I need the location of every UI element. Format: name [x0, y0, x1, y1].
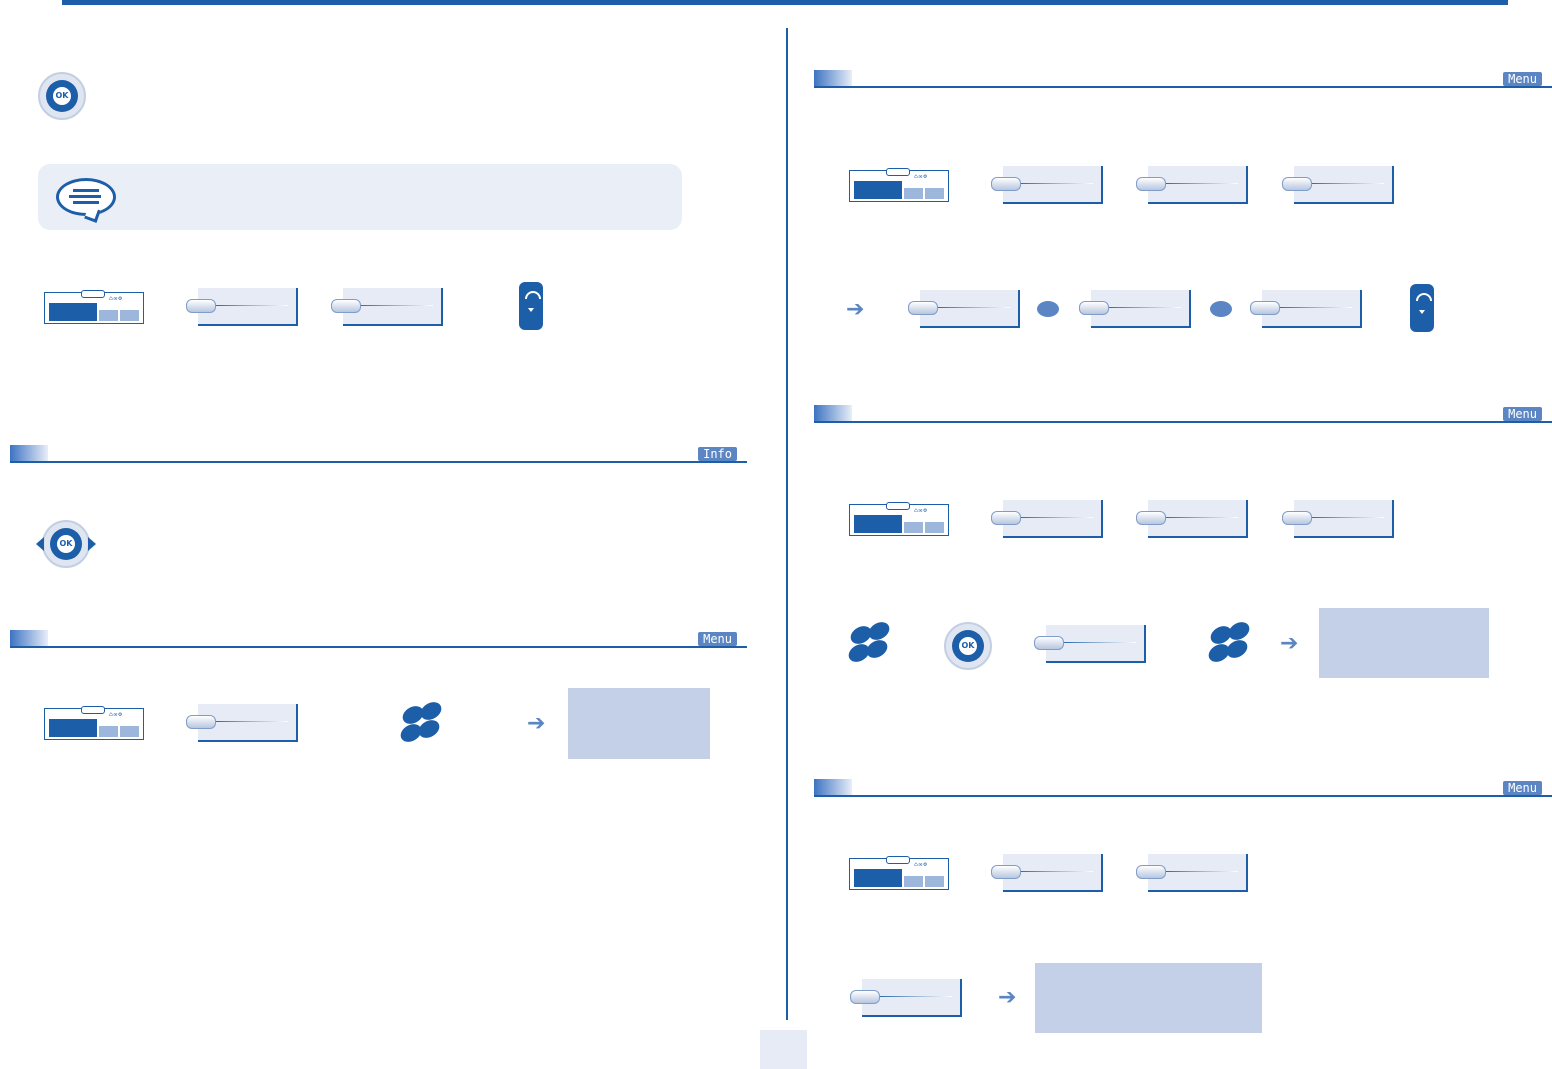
- hang-up-key-icon: [1410, 284, 1434, 332]
- result-box: [568, 688, 710, 759]
- navigator-left-right-icon: OK: [36, 520, 96, 568]
- menu-tag: Menu: [1503, 407, 1542, 421]
- arrow-right-icon: ➔: [846, 297, 865, 322]
- soft-key[interactable]: [186, 288, 298, 326]
- column-divider: [786, 28, 788, 1020]
- soft-key[interactable]: [1034, 625, 1146, 663]
- arrow-right-icon: ➔: [1280, 631, 1299, 656]
- soft-key[interactable]: [1079, 290, 1191, 328]
- result-box: [1035, 963, 1262, 1033]
- hang-up-key-icon: [519, 282, 543, 330]
- soft-key[interactable]: [1136, 500, 1248, 538]
- soft-key[interactable]: [1136, 854, 1248, 892]
- note-box: [38, 164, 682, 230]
- ok-key-icon: OK: [944, 622, 992, 670]
- soft-key[interactable]: [991, 854, 1103, 892]
- arrow-right-icon: ➔: [527, 711, 546, 736]
- soft-key[interactable]: [991, 500, 1103, 538]
- keypad-icon: [397, 698, 445, 746]
- menu-tag: Menu: [1503, 781, 1542, 795]
- phone-display-icon: ⌂✉⚙: [44, 706, 144, 740]
- separator-dot: [1037, 301, 1059, 317]
- phone-display-icon: ⌂✉⚙: [849, 168, 949, 202]
- menu-tag: Menu: [1503, 72, 1542, 86]
- section-header-menu: Menu: [814, 405, 1552, 423]
- section-header-menu: Menu: [10, 630, 747, 648]
- arrow-right-icon: ➔: [998, 985, 1017, 1010]
- top-rule: [62, 0, 1508, 5]
- page-number-box: [760, 1030, 807, 1069]
- info-tag: Info: [698, 447, 737, 461]
- section-header-info: Info: [10, 445, 747, 463]
- soft-key[interactable]: [991, 166, 1103, 204]
- soft-key[interactable]: [908, 290, 1020, 328]
- soft-key[interactable]: [1250, 290, 1362, 328]
- separator-dot: [1210, 301, 1232, 317]
- phone-display-icon: ⌂✉⚙: [849, 502, 949, 536]
- soft-key[interactable]: [1282, 500, 1394, 538]
- section-header-menu: Menu: [814, 779, 1552, 797]
- menu-tag: Menu: [698, 632, 737, 646]
- result-box: [1319, 608, 1489, 678]
- ok-key-icon: OK: [38, 72, 86, 120]
- keypad-icon: [845, 618, 893, 666]
- section-header-menu: Menu: [814, 70, 1552, 88]
- keypad-icon: [1205, 618, 1253, 666]
- phone-display-icon: ⌂✉⚙: [44, 290, 144, 324]
- soft-key[interactable]: [1282, 166, 1394, 204]
- soft-key[interactable]: [850, 979, 962, 1017]
- soft-key[interactable]: [186, 704, 298, 742]
- soft-key[interactable]: [331, 288, 443, 326]
- soft-key[interactable]: [1136, 166, 1248, 204]
- phone-display-icon: ⌂✉⚙: [849, 856, 949, 890]
